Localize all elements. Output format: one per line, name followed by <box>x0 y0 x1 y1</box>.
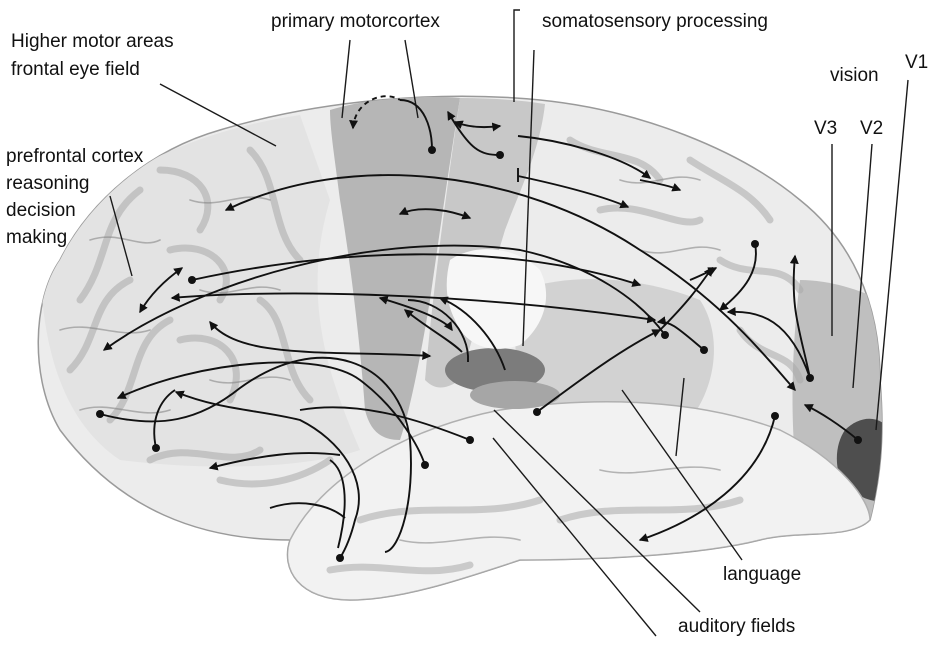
connection-dot <box>533 408 541 416</box>
label-language: language <box>723 564 801 585</box>
label-primary-motorcortex: primary motorcortex <box>271 11 440 32</box>
connection-dot <box>700 346 708 354</box>
connection-dot <box>152 444 160 452</box>
connection-dot <box>496 151 504 159</box>
label-auditory-fields: auditory fields <box>678 616 795 637</box>
connection-dot <box>188 276 196 284</box>
label-v3: V3 <box>814 118 837 139</box>
connection-dot <box>96 410 104 418</box>
label-v2: V2 <box>860 118 883 139</box>
cortex <box>38 96 890 600</box>
connection-dot <box>771 412 779 420</box>
connection-dot <box>751 240 759 248</box>
label-decision: decision <box>6 200 76 221</box>
label-v1: V1 <box>905 52 928 73</box>
leader-somatosensory-bracket <box>514 10 520 102</box>
label-reasoning: reasoning <box>6 173 89 194</box>
label-making: making <box>6 227 67 248</box>
label-frontal-eye-field: frontal eye field <box>11 59 140 80</box>
connection-dot <box>466 436 474 444</box>
connection-dot <box>336 554 344 562</box>
label-vision: vision <box>830 65 879 86</box>
connection-dot <box>854 436 862 444</box>
label-higher-motor-areas: Higher motor areas <box>11 31 174 52</box>
connection-dot <box>421 461 429 469</box>
label-somatosensory-processing: somatosensory processing <box>542 11 768 32</box>
connection-dot <box>428 146 436 154</box>
connection-dot <box>661 331 669 339</box>
label-prefrontal-cortex: prefrontal cortex <box>6 146 144 167</box>
